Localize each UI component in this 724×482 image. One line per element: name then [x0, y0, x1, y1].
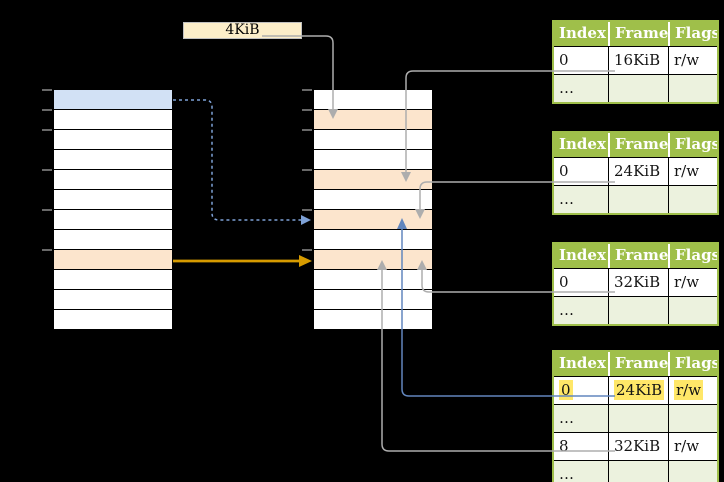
memory-row: [313, 130, 433, 150]
highlight-mark: 0: [559, 380, 573, 400]
index-header-cell: Index: [559, 246, 606, 264]
memory-row: [313, 230, 433, 250]
frame-cell: 24KiB: [608, 158, 668, 185]
frame-header-cell: Frame: [608, 352, 668, 376]
index-header-cell: Index: [559, 135, 606, 153]
memory-row: [53, 190, 173, 210]
memory-row: [53, 130, 173, 150]
ellipsis-cell: …: [559, 465, 574, 482]
dashed-arrow-virtual-to-physical: [173, 99, 311, 225]
page-table-header: Index Frame Flags: [554, 133, 717, 157]
empty-cell: [608, 297, 668, 324]
ellipsis-cell: …: [559, 301, 574, 319]
flags-cell: r/w: [668, 158, 717, 185]
flags-cell: r/w: [668, 269, 717, 296]
page-table-3: Index Frame Flags 0 32KiB r/w …: [552, 242, 719, 326]
ellipsis-row: …: [554, 74, 717, 102]
memory-row: [53, 210, 173, 230]
memory-row: [313, 290, 433, 310]
flags-header-cell: Flags: [668, 133, 717, 157]
index-header-cell: Index: [559, 24, 606, 42]
index-cell: 0: [559, 273, 569, 291]
index-cell: 0: [559, 162, 569, 180]
memory-row-orange: [313, 170, 433, 190]
empty-cell: [608, 75, 668, 102]
memory-row: [53, 270, 173, 290]
frame-header-cell: Frame: [608, 22, 668, 46]
ellipsis-row: …: [554, 404, 717, 432]
page-size-label: 4KiB: [183, 22, 302, 39]
page-table-4: Index Frame Flags 0 24KiB r/w … 8 32KiB …: [552, 350, 719, 482]
ellipsis-cell: …: [559, 190, 574, 208]
memory-row-blue: [53, 90, 173, 110]
empty-cell: [668, 405, 717, 432]
empty-cell: [668, 186, 717, 213]
empty-cell: [668, 75, 717, 102]
memory-row: [53, 110, 173, 130]
empty-cell: [608, 186, 668, 213]
flags-cell: r/w: [668, 377, 717, 404]
memory-row: [313, 310, 433, 330]
flags-header-cell: Flags: [668, 244, 717, 268]
frame-cell: 32KiB: [608, 433, 668, 460]
memory-row: [53, 170, 173, 190]
index-cell: 8: [559, 437, 569, 455]
empty-cell: [668, 297, 717, 324]
page-table-header: Index Frame Flags: [554, 244, 717, 268]
left-memory-column: [53, 90, 173, 330]
memory-row: [53, 230, 173, 250]
page-table-header: Index Frame Flags: [554, 22, 717, 46]
middle-address-ticks: [302, 89, 312, 251]
index-header-cell: Index: [559, 354, 606, 372]
page-table-header: Index Frame Flags: [554, 352, 717, 376]
page-table-row: 0 24KiB r/w: [554, 157, 717, 185]
index-cell: 0: [559, 51, 569, 69]
frame-header-cell: Frame: [608, 133, 668, 157]
left-address-ticks: [42, 89, 52, 251]
index-cell: 0: [554, 377, 608, 404]
ellipsis-cell: …: [559, 409, 574, 427]
highlight-mark: r/w: [674, 380, 704, 400]
memory-row-orange: [313, 210, 433, 230]
ellipsis-row: …: [554, 460, 717, 482]
page-table-row: 0 16KiB r/w: [554, 46, 717, 74]
memory-row: [53, 310, 173, 330]
page-table-2: Index Frame Flags 0 24KiB r/w …: [552, 131, 719, 215]
page-table-row-highlighted: 0 24KiB r/w: [554, 376, 717, 404]
flags-cell: r/w: [668, 433, 717, 460]
memory-row-orange: [53, 250, 173, 270]
memory-row-orange: [313, 250, 433, 270]
page-table-1: Index Frame Flags 0 16KiB r/w …: [552, 20, 719, 104]
middle-memory-column: [313, 90, 433, 330]
memory-row: [313, 270, 433, 290]
ellipsis-row: …: [554, 185, 717, 213]
memory-row: [313, 150, 433, 170]
ellipsis-cell: …: [559, 79, 574, 97]
empty-cell: [668, 461, 717, 482]
memory-row: [313, 90, 433, 110]
frame-header-cell: Frame: [608, 244, 668, 268]
empty-cell: [608, 461, 668, 482]
frame-cell: 24KiB: [608, 377, 668, 404]
memory-row: [53, 290, 173, 310]
ellipsis-row: …: [554, 296, 717, 324]
page-table-row: 0 32KiB r/w: [554, 268, 717, 296]
frame-cell: 32KiB: [608, 269, 668, 296]
flags-header-cell: Flags: [668, 22, 717, 46]
memory-row: [313, 190, 433, 210]
empty-cell: [608, 405, 668, 432]
page-table-row: 8 32KiB r/w: [554, 432, 717, 460]
frame-cell: 16KiB: [608, 47, 668, 74]
flags-header-cell: Flags: [668, 352, 717, 376]
flags-cell: r/w: [668, 47, 717, 74]
highlight-mark: 24KiB: [614, 380, 665, 400]
memory-row: [53, 150, 173, 170]
orange-arrow-virtual-to-physical: [173, 255, 312, 267]
memory-row-orange: [313, 110, 433, 130]
